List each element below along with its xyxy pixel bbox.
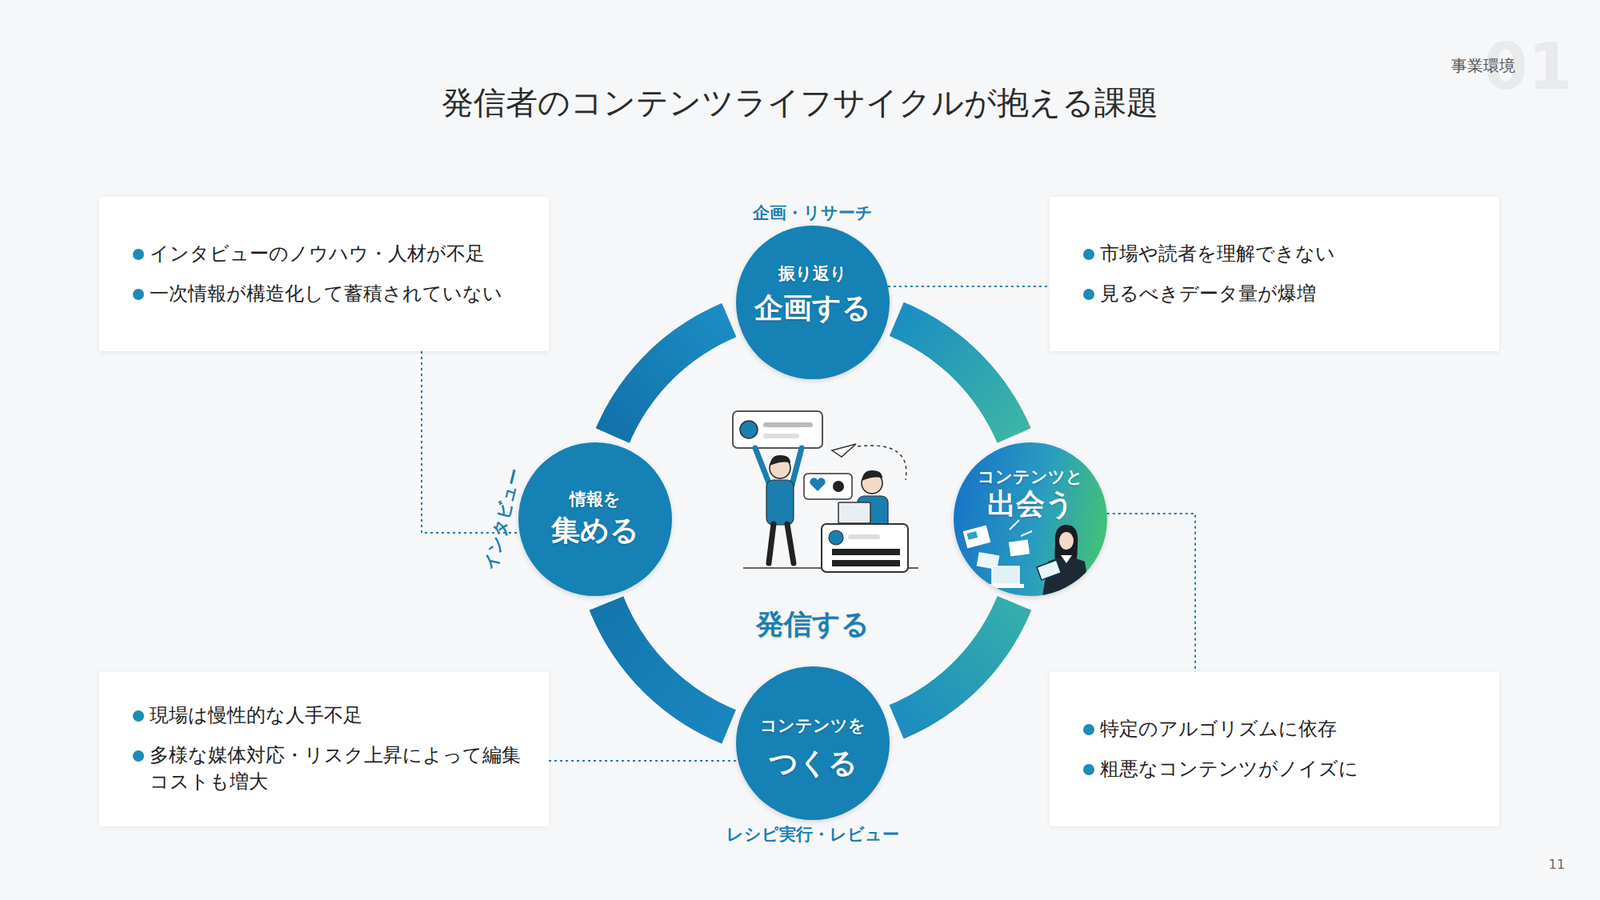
collar (1060, 555, 1072, 564)
leader-line (1107, 513, 1196, 672)
bullet-text: インタビューのノウハウ・人材が不足 (132, 240, 533, 268)
head (769, 457, 791, 479)
text-bar (848, 534, 880, 540)
section-label: 事業環境 (1451, 55, 1516, 77)
reader-illustration (963, 520, 1092, 602)
bullet-text: 現場は慢性的な人手不足 (132, 702, 533, 730)
stage-title: つくる (736, 744, 890, 784)
hair (861, 470, 883, 481)
bullet-text: 一次情報が構造化して蓄積されていない (132, 280, 533, 308)
stage-subtitle: コンテンツと (953, 465, 1108, 488)
cycle-arc (612, 320, 730, 436)
body (1041, 557, 1092, 602)
text-bar (832, 560, 900, 567)
stage-circle: 振り返り企画する企画・リサーチ (736, 225, 890, 380)
laptop (992, 566, 1020, 584)
hair (1054, 524, 1078, 570)
laptop (838, 502, 871, 524)
cycle-label: 発信する (756, 605, 870, 644)
body (857, 496, 888, 532)
text-bar (763, 422, 813, 428)
stage-subtitle: 情報を (518, 488, 672, 511)
bullet-text: 粗悪なコンテンツがノイズに (1083, 756, 1484, 784)
page-number: 11 (1548, 856, 1565, 872)
bullet-text: 多様な媒体対応・リスク上昇によって編集 コストも増大 (132, 742, 533, 796)
body (766, 480, 794, 525)
content-card (1008, 539, 1030, 556)
bullet-text: 見るべきデータ量が爆増 (1083, 280, 1484, 308)
issue-box: 市場や読者を理解できない見るべきデータ量が爆増 (1049, 196, 1500, 352)
center-illustration (732, 411, 919, 572)
sparkle (1009, 520, 1020, 530)
stage-activity: 企画・リサーチ (752, 201, 873, 224)
stage-title: 企画する (736, 288, 890, 328)
issue-box: 特定のアルゴリズムに依存粗悪なコンテンツがノイズに (1049, 672, 1500, 827)
issue-box: インタビューのノウハウ・人材が不足一次情報が構造化して蓄積されていない (99, 196, 549, 352)
leg (768, 524, 774, 564)
bullet-text: 市場や読者を理解できない (1083, 240, 1484, 268)
card-image (967, 531, 979, 540)
profile-card (821, 524, 908, 572)
content-card (963, 524, 992, 548)
content-card (976, 552, 1000, 570)
sparkle (1020, 531, 1032, 536)
avatar (828, 530, 844, 545)
dot (832, 480, 844, 492)
avatar (740, 420, 758, 439)
issue-box: 現場は慢性的な人手不足多様な媒体対応・リスク上昇によって編集 コストも増大 (99, 672, 549, 827)
plane-trail (857, 445, 907, 480)
text-bar (832, 548, 900, 556)
arm (792, 448, 802, 485)
cycle-arc (896, 319, 1015, 436)
board (732, 411, 823, 448)
heart (809, 477, 825, 492)
leader-line (888, 285, 1050, 288)
leader-line (548, 760, 739, 762)
stage-activity: レシピ実行・レビュー (726, 823, 900, 846)
stage-subtitle: 振り返り (736, 262, 890, 285)
stage-circle: 情報を集めるインタビュー (518, 442, 672, 596)
cycle-arc (896, 603, 1015, 723)
cycle-arc (606, 603, 729, 727)
face (1059, 532, 1074, 550)
stage-title: 集める (518, 511, 672, 551)
text-bar (763, 433, 800, 439)
stage-subtitle: コンテンツを (736, 714, 890, 737)
head (861, 472, 883, 494)
hair (769, 455, 791, 466)
stage-activity: インタビュー (479, 465, 527, 573)
stage-title: 出会う (953, 484, 1108, 524)
bullet-text: 特定のアルゴリズムに依存 (1083, 716, 1484, 744)
arm (755, 448, 770, 485)
chat-bubble (804, 473, 852, 500)
leg (787, 524, 794, 564)
slide-title: 発信者のコンテンツライフサイクルが抱える課題 (0, 80, 1600, 125)
stage-circle: コンテンツをつくるレシピ実行・レビュー (736, 666, 890, 820)
stage-circle: コンテンツと出会う (953, 442, 1108, 596)
book (1036, 560, 1061, 580)
laptop-base (987, 584, 1024, 588)
section-number: 01 (1483, 29, 1572, 104)
ground-line (743, 567, 919, 569)
paper-plane (832, 444, 856, 457)
